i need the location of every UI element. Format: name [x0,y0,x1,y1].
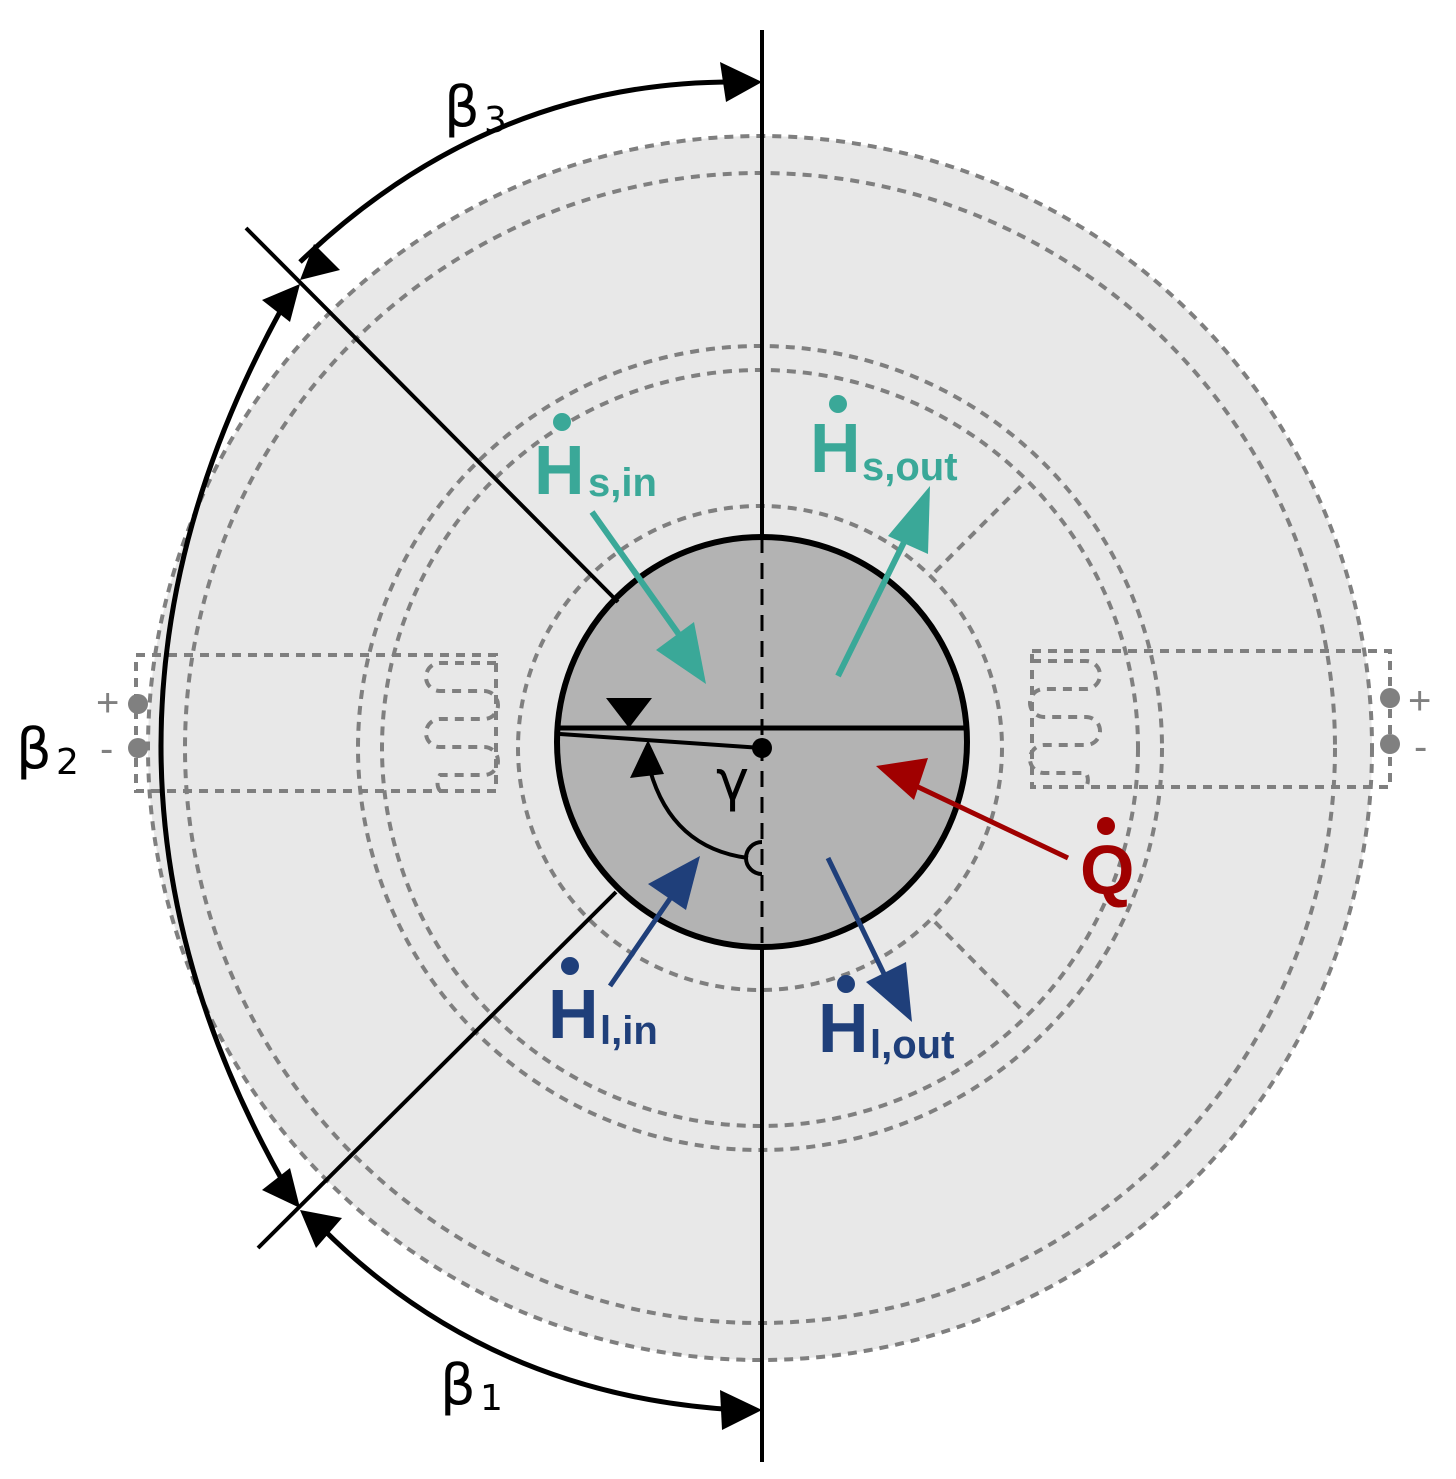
left-minus-label: - [100,727,113,771]
h-l-out-sub: l,out [870,1023,954,1067]
q-dot-main: Q [1080,831,1134,909]
h-l-in-arrowhead [648,856,700,910]
h-s-in-arrowhead [656,622,706,684]
beta2-arrow-top [262,284,300,322]
h-l-out-label: H l,out [818,975,954,1067]
beta3-arc [298,79,739,264]
beta3-arrow-right [720,62,762,102]
q-dot-dot [1097,817,1115,835]
h-l-in-dot [561,957,579,975]
right-plus-label: + [1408,679,1431,723]
q-dot-label: Q [1080,817,1134,909]
left-heater-box [134,653,498,793]
h-s-out-sub: s,out [862,445,958,489]
beta2-label: β [16,717,52,782]
right-angle-mark [744,840,763,876]
left-plus-label: + [96,681,119,725]
upper-divider-line [244,226,620,604]
beta1-sub: 1 [480,1378,503,1419]
dashed-connector-lower [933,920,1024,1012]
h-l-out-dot [837,975,855,993]
beta3-sub: 3 [484,100,507,141]
left-terminal-minus [128,738,148,758]
beta1-arrow-left [300,1210,342,1248]
h-l-in-label: H l,in [548,957,658,1053]
h-s-out-arrowhead [888,486,930,554]
beta2-arrow-bottom [262,1168,300,1208]
dashed-connector-upper [933,483,1024,574]
h-s-out-dot [829,395,847,413]
beta3-arrow-left [300,244,340,280]
gamma-arc [648,769,749,860]
q-dot-arrow-shaft [914,783,1070,861]
h-l-in-arrow-shaft [607,888,679,988]
h-s-in-main: H [534,431,585,509]
bed-radius-line [559,732,763,750]
beta1-label: β [440,1353,476,1418]
beta3-label: β [444,75,480,140]
beta2-sub: 2 [56,742,79,783]
right-terminal-plus [1380,688,1400,708]
left-heater-coil [424,661,500,793]
h-s-in-dot [553,413,571,431]
level-marker [606,698,652,728]
q-dot-arrowhead [876,758,928,800]
h-s-out-arrow-shaft [835,528,913,678]
h-l-in-main: H [548,975,599,1053]
right-minus-label: - [1414,725,1427,769]
gamma-arrowhead [630,740,664,778]
h-s-out-label: H s,out [810,395,958,489]
lower-divider-line [256,890,618,1250]
right-terminal-minus [1380,734,1400,754]
right-heater-box [1030,649,1392,789]
h-s-out-main: H [810,409,861,487]
h-l-in-sub: l,in [600,1009,658,1053]
h-l-out-main: H [818,989,869,1067]
h-s-in-sub: s,in [588,461,657,505]
beta1-arrow-right [720,1390,762,1430]
beta1-arc [320,1226,739,1413]
h-s-in-label: H s,in [534,413,657,509]
left-terminal-plus [128,694,148,714]
h-l-out-arrowhead [866,962,912,1022]
gamma-label: γ [716,749,749,814]
h-s-in-arrow-shaft [589,510,683,638]
h-l-out-arrow-shaft [825,856,889,980]
right-heater-coil [1028,659,1102,788]
beta2-arc [158,306,285,1182]
